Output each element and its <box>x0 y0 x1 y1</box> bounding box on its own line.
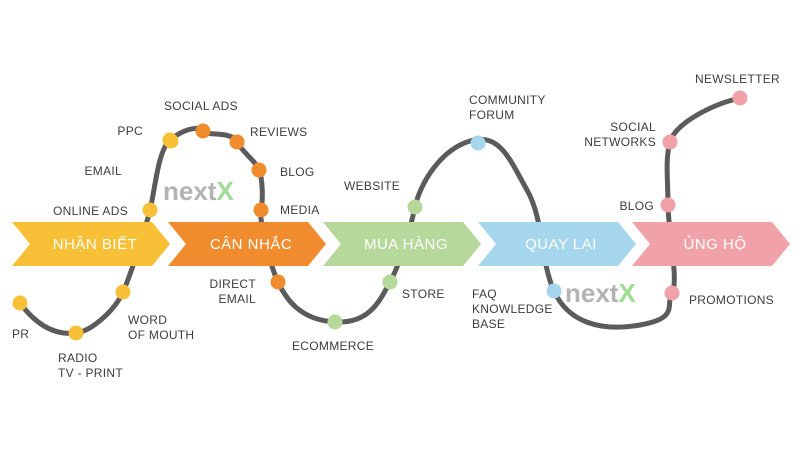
journey-path <box>17 95 743 336</box>
touchpoint-dot-6 <box>162 132 178 148</box>
touchpoint-label-line: OF MOUTH <box>128 328 194 342</box>
touchpoint-dot-14 <box>407 199 423 215</box>
touchpoint-label-17: PROMOTIONS <box>689 293 774 307</box>
touchpoint-label-9: BLOG <box>280 165 315 179</box>
touchpoint-dot-20 <box>732 90 748 106</box>
stage-arrows: NHẬN BIẾT CÂN NHẮC MUA HÀNG QUAY LẠI ỦNG HỘ <box>12 222 790 266</box>
touchpoint-label-4: ONLINE ADS <box>53 204 128 218</box>
touchpoint-dot-8 <box>229 134 245 150</box>
touchpoint-label-line: MEDIA <box>280 203 320 217</box>
stage-label-5: ỦNG HỘ <box>684 235 747 253</box>
touchpoint-label-7: SOCIAL ADS <box>164 99 238 113</box>
touchpoint-dot-1 <box>12 295 28 311</box>
touchpoint-dot-17 <box>664 285 680 301</box>
touchpoint-label-line: RADIO <box>58 351 98 365</box>
touchpoint-label-line: STORE <box>402 287 445 301</box>
stage-label-1: NHẬN BIẾT <box>53 236 138 253</box>
stage-label-4: QUAY LẠI <box>525 236 597 253</box>
stage-arrow-3 <box>323 222 481 266</box>
touchpoint-dot-3 <box>115 284 131 300</box>
touchpoint-dot-12 <box>327 314 343 330</box>
touchpoint-label-line: WEBSITE <box>344 179 400 193</box>
stage-arrow-2 <box>168 222 326 266</box>
touchpoint-label-line: NETWORKS <box>584 135 656 149</box>
watermark-text-b: X <box>216 176 234 206</box>
touchpoint-label-8: REVIEWS <box>250 125 307 139</box>
touchpoint-label-10: MEDIA <box>280 203 320 217</box>
touchpoint-dot-9 <box>251 162 267 178</box>
stage-arrow-1 <box>12 222 170 266</box>
touchpoint-label-5: EMAIL <box>84 164 122 178</box>
watermark-text-a: next <box>163 176 217 206</box>
stage-label-2: CÂN NHẮC <box>210 235 292 253</box>
watermark-logo-1: nextX <box>163 176 234 206</box>
touchpoint-dot-16 <box>546 283 562 299</box>
touchpoint-label-line: FAQ <box>472 287 497 301</box>
touchpoint-label-18: BLOG <box>619 199 654 213</box>
touchpoint-label-line: KNOWLEDGE <box>472 302 553 316</box>
stage-arrow-4 <box>478 222 636 266</box>
touchpoint-dot-13 <box>382 274 398 290</box>
touchpoint-label-line: PR <box>12 327 29 341</box>
touchpoint-label-1: PR <box>12 327 29 341</box>
touchpoint-label-line: PPC <box>117 124 143 138</box>
touchpoint-dot-19 <box>662 134 678 150</box>
stage-arrow-5 <box>632 222 790 266</box>
touchpoint-label-13: STORE <box>402 287 445 301</box>
touchpoint-label-line: REVIEWS <box>250 125 307 139</box>
touchpoint-dot-11 <box>270 274 286 290</box>
touchpoint-label-line: SOCIAL <box>610 120 656 134</box>
touchpoint-label-line: COMMUNITY <box>469 93 546 107</box>
touchpoint-dot-18 <box>660 197 676 213</box>
touchpoint-label-line: EMAIL <box>84 164 122 178</box>
touchpoint-label-line: TV - PRINT <box>58 366 123 380</box>
touchpoint-label-line: SOCIAL ADS <box>164 99 238 113</box>
touchpoint-dot-4 <box>142 202 158 218</box>
touchpoint-label-line: BASE <box>472 317 505 331</box>
touchpoint-dots <box>12 90 748 341</box>
touchpoint-label-line: WORD <box>128 313 167 327</box>
touchpoint-label-line: DIRECT <box>210 277 257 291</box>
touchpoint-dot-2 <box>68 325 84 341</box>
touchpoint-label-line: BLOG <box>619 199 654 213</box>
touchpoint-label-14: WEBSITE <box>344 179 400 193</box>
watermark-text-a: next <box>565 278 619 308</box>
touchpoint-label-line: NEWSLETTER <box>695 72 780 86</box>
touchpoint-label-12: ECOMMERCE <box>292 339 374 353</box>
touchpoint-label-line: BLOG <box>280 165 315 179</box>
touchpoint-label-line: ONLINE ADS <box>53 204 128 218</box>
watermark-text-b: X <box>618 278 636 308</box>
touchpoint-dot-7 <box>195 123 211 139</box>
touchpoint-label-line: FORUM <box>469 108 515 122</box>
touchpoint-label-line: ECOMMERCE <box>292 339 374 353</box>
touchpoint-dot-15 <box>470 135 486 151</box>
watermark-logo-2: nextX <box>565 278 636 308</box>
touchpoint-label-6: PPC <box>117 124 143 138</box>
touchpoint-label-line: EMAIL <box>218 292 256 306</box>
touchpoint-dot-10 <box>253 202 269 218</box>
stage-label-3: MUA HÀNG <box>364 236 448 253</box>
touchpoint-label-20: NEWSLETTER <box>695 72 780 86</box>
touchpoint-label-line: PROMOTIONS <box>689 293 774 307</box>
